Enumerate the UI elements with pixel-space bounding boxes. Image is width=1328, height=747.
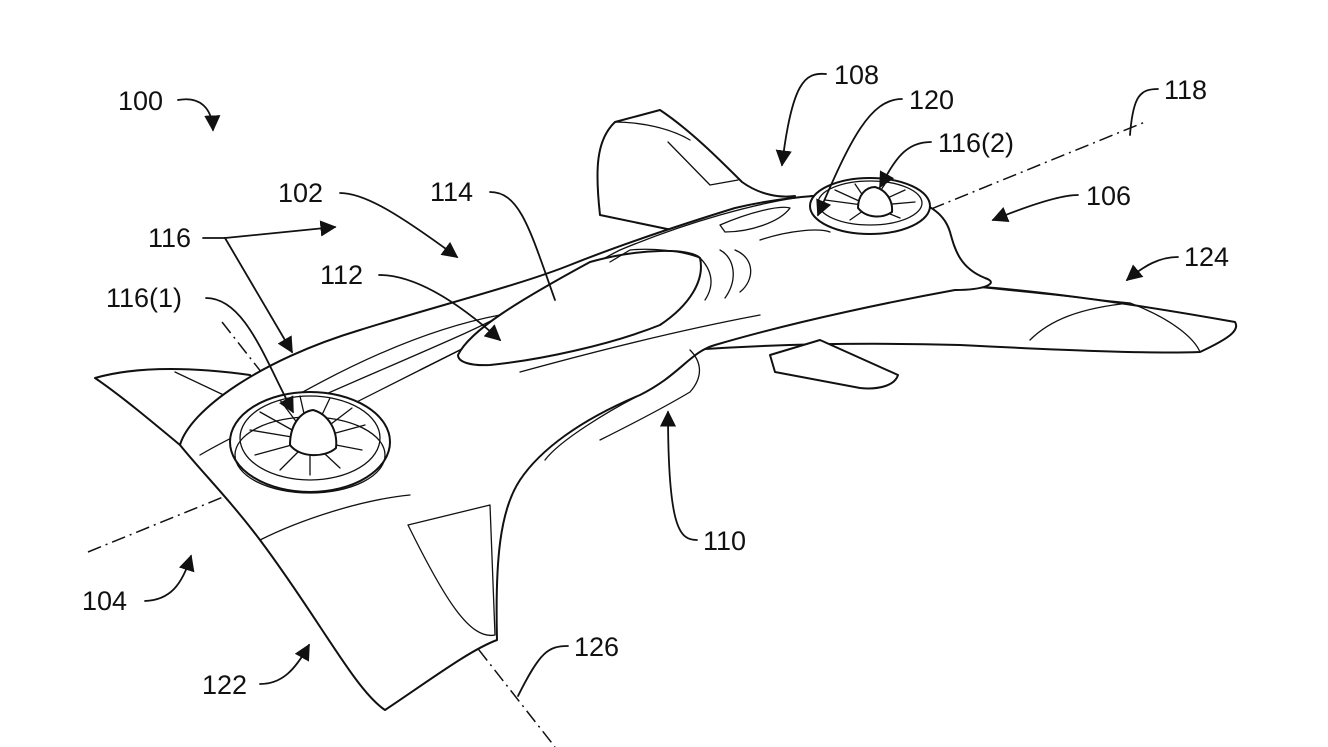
label-116-2: 116(2) xyxy=(938,128,1014,158)
rear-rotor xyxy=(809,177,931,235)
label-126: 126 xyxy=(574,632,619,662)
label-120: 120 xyxy=(909,85,954,115)
leader-lines xyxy=(144,72,1179,697)
label-114: 114 xyxy=(430,177,473,207)
front-rotor xyxy=(229,391,391,494)
label-102: 102 xyxy=(278,178,323,208)
label-106: 106 xyxy=(1086,181,1131,211)
label-104: 104 xyxy=(82,586,127,616)
label-112: 112 xyxy=(320,260,363,290)
label-116: 116 xyxy=(148,223,191,253)
label-118: 118 xyxy=(1164,75,1207,105)
label-108: 108 xyxy=(834,60,879,90)
label-116-1: 116(1) xyxy=(106,283,182,313)
reference-labels: 100 102 104 106 108 110 112 114 116 116(… xyxy=(82,60,1229,700)
aft-stub-wing xyxy=(769,339,899,390)
label-122: 122 xyxy=(202,670,247,700)
label-100: 100 xyxy=(118,86,163,116)
label-124: 124 xyxy=(1184,242,1229,272)
label-110: 110 xyxy=(703,526,746,556)
